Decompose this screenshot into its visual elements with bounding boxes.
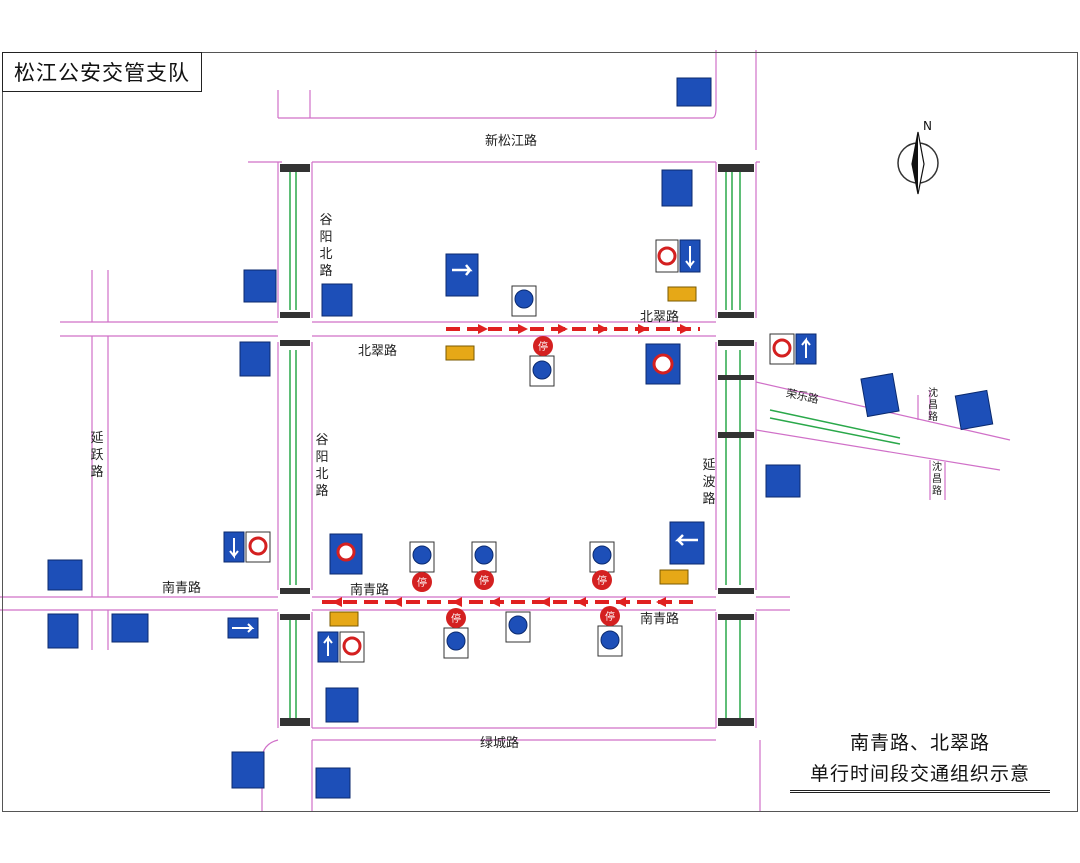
guide-sign [47, 559, 83, 591]
guide-sign [321, 283, 353, 317]
road-label-beicui-east: 北翠路 [640, 310, 680, 325]
guide-sign [860, 372, 900, 418]
prohibition-signs [245, 239, 795, 663]
map-caption: 南青路、北翠路 单行时间段交通组织示意 [790, 728, 1050, 793]
one-way-arrowheads-nanqing [332, 597, 666, 607]
guide-sign [676, 77, 712, 107]
svg-text:停: 停 [479, 574, 489, 587]
road-label-yanbo: 延波路 [702, 458, 716, 507]
guide-sign [325, 687, 359, 723]
svg-text:停: 停 [538, 340, 548, 353]
yellow-plates [329, 286, 697, 627]
direction-signs [223, 239, 817, 663]
one-way-arrowheads-beicui [478, 324, 690, 334]
svg-text:停: 停 [417, 576, 427, 589]
turn-signs [409, 285, 623, 659]
stop-sign-labels: 停 停 停 停 停 停 [417, 340, 615, 625]
road-label-nanqing-mid: 南青路 [350, 583, 390, 598]
guide-sign [661, 169, 693, 207]
caption-line1: 南青路、北翠路 [849, 732, 990, 754]
guide-sign [954, 389, 994, 431]
guide-signs [47, 77, 994, 799]
guide-sign [47, 613, 79, 649]
road-label-huangchang-bottom: 沈昌路 [932, 462, 942, 497]
agency-title: 松江公安交管支队 [2, 52, 202, 92]
caption-line2: 单行时间段交通组织示意 [790, 759, 1050, 793]
road-label-xinsongjiang: 新松江路 [485, 134, 538, 149]
guide-sign [243, 269, 277, 303]
stop-signs [412, 336, 620, 628]
guide-sign [231, 751, 265, 789]
road-label-yanyue: 延跃路 [90, 431, 104, 480]
medians [289, 170, 901, 720]
north-label: N [923, 119, 932, 133]
guide-sign [315, 767, 351, 799]
north-arrow-icon: N [897, 119, 939, 195]
guide-sign [239, 341, 271, 377]
guide-sign [765, 464, 801, 498]
road-label-nanqing-west: 南青路 [162, 581, 202, 596]
svg-text:停: 停 [605, 610, 615, 623]
svg-text:停: 停 [451, 612, 461, 625]
guide-sign [111, 613, 149, 643]
road-network [0, 50, 1011, 812]
road-label-nanqing-east: 南青路 [640, 612, 680, 627]
crosswalks [280, 164, 754, 726]
road-label-beicui-west: 北翠路 [358, 344, 398, 359]
road-label-gujie-north-upper: 谷阳北路 [319, 213, 333, 279]
road-label-gujie-north-lower: 谷阳北路 [315, 433, 329, 499]
road-label-xuecheng: 绿城路 [480, 736, 520, 751]
road-label-huangchang-top: 沈昌路 [928, 388, 938, 423]
svg-text:停: 停 [597, 574, 607, 587]
